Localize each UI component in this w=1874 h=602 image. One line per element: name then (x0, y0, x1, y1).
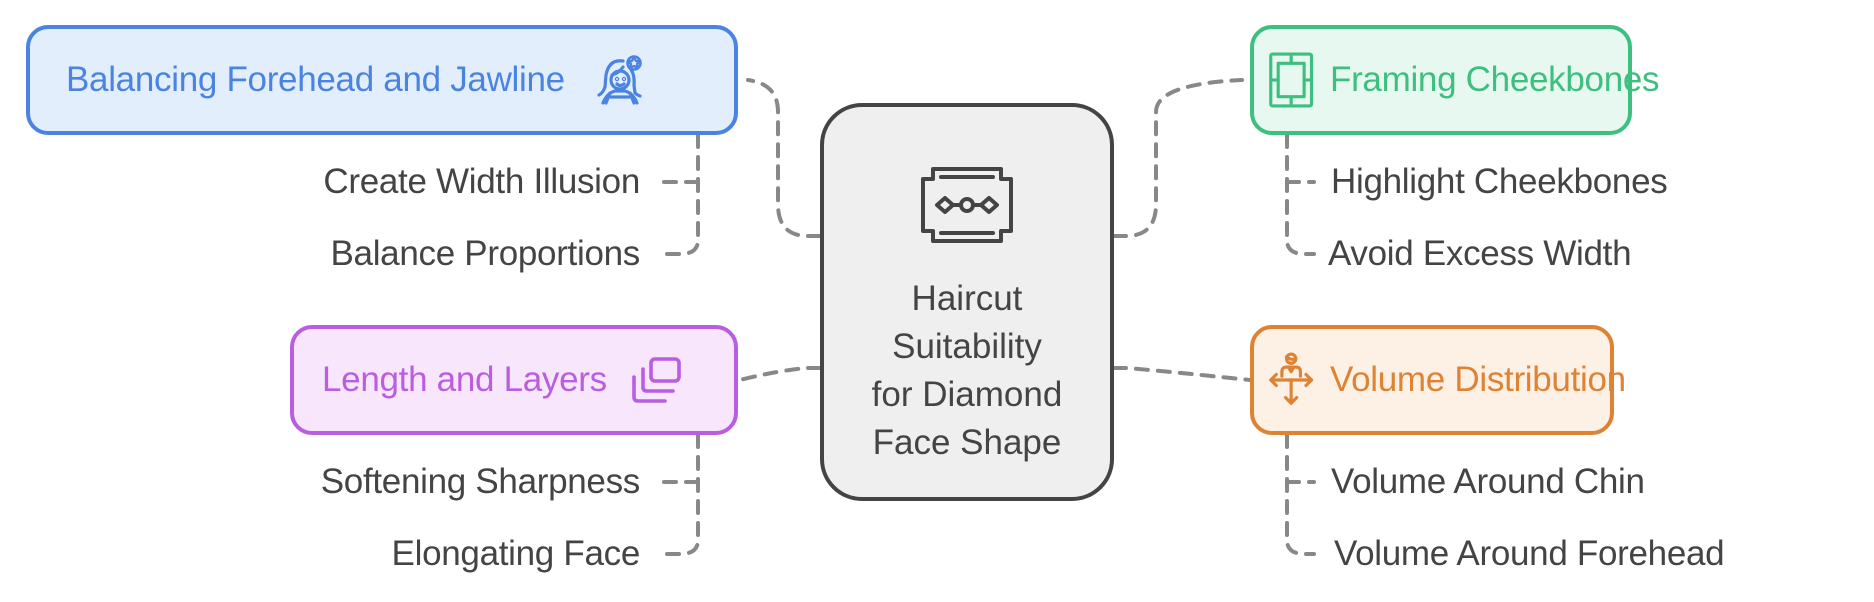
center-title: Haircut Suitability for Diamond Face Sha… (872, 275, 1063, 467)
connector-center-framing (1112, 78, 1244, 238)
branch-length-and-layers[interactable]: Length and Layers (290, 325, 738, 435)
leaf-create-width-illusion: Create Width Illusion (323, 162, 640, 201)
center-title-line: Haircut (911, 279, 1023, 318)
branch-label: Length and Layers (322, 360, 607, 399)
center-title-line: Suitability (892, 327, 1042, 366)
branch-label: Balancing Forehead and Jawline (66, 60, 565, 99)
frame-icon (1269, 52, 1314, 108)
connector-framing-children (1285, 133, 1316, 256)
connector-length-children (658, 433, 700, 556)
center-title-line: Face Shape (872, 423, 1062, 462)
connector-balancing-children (658, 133, 700, 256)
razor-blade-icon (921, 167, 1013, 243)
branch-label: Volume Distribution (1330, 360, 1626, 399)
layers-icon (632, 357, 681, 403)
center-title-line: for Diamond (871, 375, 1063, 414)
person-arrows-icon (1269, 352, 1314, 405)
branch-volume-distribution[interactable]: Volume Distribution (1250, 325, 1626, 435)
connector-center-volume (1112, 366, 1252, 382)
branch-balancing-forehead-jawline[interactable]: Balancing Forehead and Jawline (26, 25, 738, 135)
woman-with-flower-icon (597, 55, 642, 105)
branch-framing-cheekbones[interactable]: Framing Cheekbones (1250, 25, 1660, 135)
connector-center-length (738, 366, 822, 382)
leaf-avoid-excess-width: Avoid Excess Width (1328, 234, 1632, 273)
branch-label: Framing Cheekbones (1330, 60, 1660, 99)
leaf-elongating-face: Elongating Face (391, 534, 641, 573)
leaf-volume-around-forehead: Volume Around Forehead (1334, 534, 1725, 573)
center-node[interactable]: Haircut Suitability for Diamond Face Sha… (820, 103, 1114, 501)
connector-volume-children (1285, 433, 1316, 556)
connector-center-balancing (746, 78, 822, 238)
leaf-highlight-cheekbones: Highlight Cheekbones (1331, 162, 1668, 201)
leaf-balance-proportions: Balance Proportions (330, 234, 641, 273)
leaf-softening-sharpness: Softening Sharpness (320, 462, 641, 501)
leaf-volume-around-chin: Volume Around Chin (1331, 462, 1645, 501)
